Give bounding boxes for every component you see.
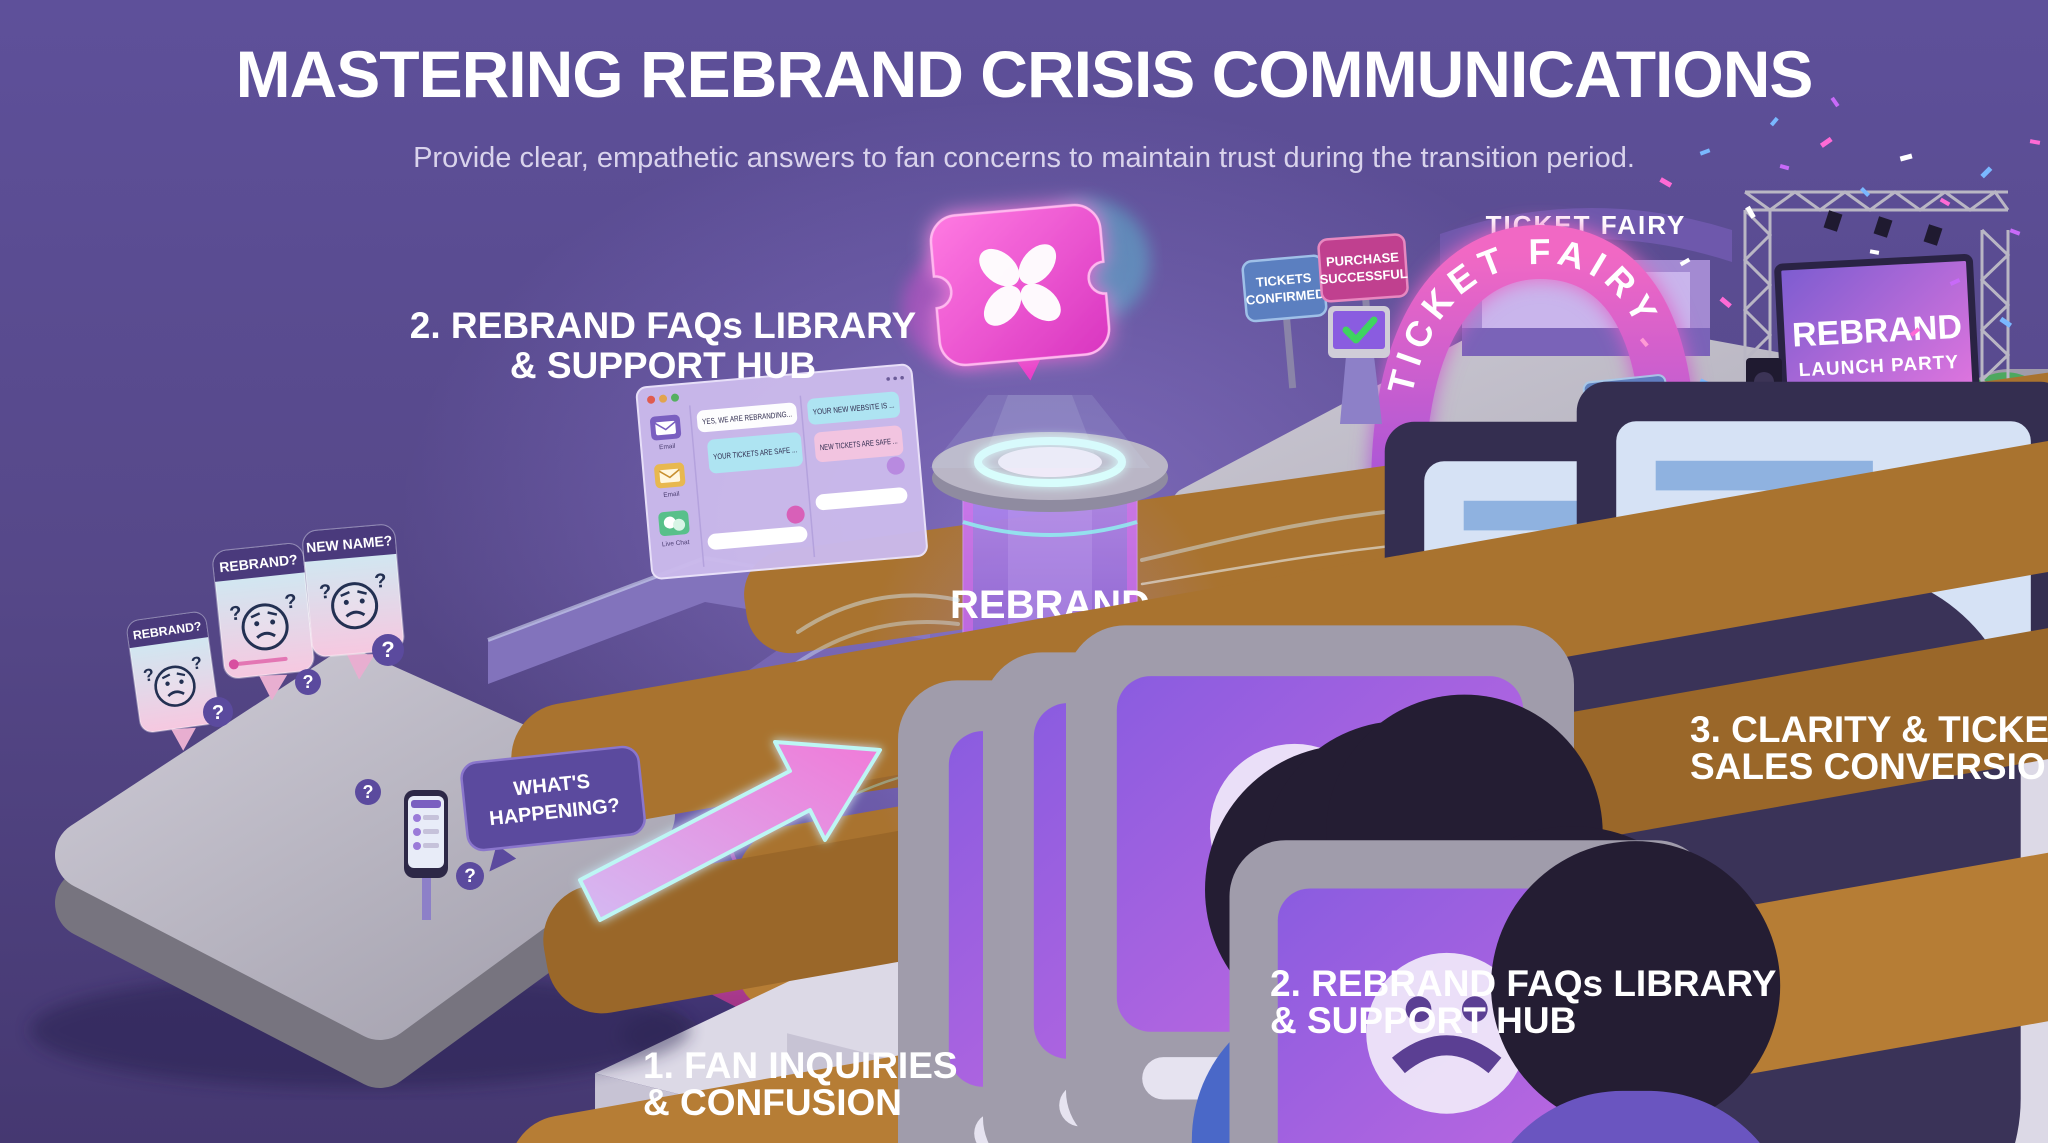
speech-bubble-new-name: NEW NAME? ? ? bbox=[302, 524, 405, 680]
label-step3-line1: 3. CLARITY & TICKET bbox=[1690, 709, 2048, 750]
label-step2-bottom-line2: & SUPPORT HUB bbox=[1270, 1000, 1576, 1041]
chat-bubble bbox=[814, 425, 904, 462]
speech-bubble-whats-happening: WHAT'S HAPPENING? bbox=[460, 745, 646, 872]
label-step2-top-line2: & SUPPORT HUB bbox=[510, 345, 816, 386]
email-icon bbox=[654, 462, 686, 489]
svg-text:?: ? bbox=[212, 702, 224, 724]
email-icon bbox=[649, 414, 682, 441]
ticket-fairy-logo bbox=[901, 198, 1151, 381]
chat-avatar bbox=[886, 456, 905, 475]
confused-face-icon: ? ? bbox=[228, 590, 298, 651]
chat-window: Email Email Live Chat YES, WE ARE REBRAN… bbox=[635, 363, 928, 580]
svg-text:?: ? bbox=[303, 672, 314, 692]
chat-bubble bbox=[696, 402, 798, 433]
chat-avatar bbox=[786, 505, 805, 524]
svg-text:?: ? bbox=[283, 590, 297, 613]
sign-purchase-line1: PURCHASE bbox=[1326, 249, 1400, 269]
bubble-text: NEW NAME? bbox=[306, 532, 393, 555]
confused-face-icon: ? ? bbox=[318, 570, 388, 630]
sidebar-label-email1: Email bbox=[659, 443, 676, 451]
flow-arrow bbox=[578, 740, 882, 922]
spotlight bbox=[1923, 224, 1943, 246]
sign-purchase-successful: PURCHASE SUCCESSFUL bbox=[1317, 233, 1409, 365]
sidebar-label-livechat: Live Chat bbox=[662, 539, 690, 548]
window-dot-green bbox=[670, 393, 679, 402]
speech-bubble-rebrand-1: REBRAND? ? ? bbox=[126, 611, 220, 751]
sign-tickets-confirmed: TICKETS CONFIRMED bbox=[1241, 254, 1328, 389]
sign-tickets-line1: TICKETS bbox=[1255, 270, 1312, 290]
sign-purchase-line2: SUCCESSFUL bbox=[1319, 266, 1408, 287]
svg-text:?: ? bbox=[363, 782, 374, 802]
stage-screen-line1: REBRAND bbox=[1791, 308, 1963, 355]
kiosk-checkmark bbox=[1328, 306, 1390, 424]
checkmark-icon bbox=[1342, 316, 1378, 344]
light-beam bbox=[930, 395, 1150, 468]
label-step1-line1: 1. FAN INQUIRIES bbox=[643, 1045, 958, 1086]
svg-text:?: ? bbox=[318, 581, 332, 604]
speech-bubble-rebrand-2: REBRAND? ? ? bbox=[212, 542, 315, 701]
chat-bubble bbox=[807, 391, 900, 425]
pillar-cap bbox=[932, 432, 1168, 512]
label-step2-top-line1: 2. REBRAND FAQs LIBRARY bbox=[410, 305, 917, 346]
svg-text:?: ? bbox=[228, 602, 242, 625]
svg-text:?: ? bbox=[381, 637, 394, 662]
question-tokens: ? ? ? ? ? bbox=[203, 634, 484, 890]
svg-text:?: ? bbox=[190, 652, 203, 673]
sign-tickets-line2: CONFIRMED bbox=[1245, 286, 1325, 308]
window-dot-red bbox=[647, 395, 656, 404]
truss-top bbox=[1744, 189, 2010, 212]
confused-face-icon: ? ? bbox=[142, 652, 203, 707]
page-title: MASTERING REBRAND CRISIS COMMUNICATIONS bbox=[236, 37, 1813, 111]
chat-bubble bbox=[707, 432, 803, 474]
pillar-cyan-band bbox=[962, 520, 1138, 537]
phone-kiosk bbox=[404, 790, 448, 920]
spotlight bbox=[1823, 210, 1843, 232]
window-dot-yellow bbox=[659, 394, 668, 403]
svg-text:?: ? bbox=[464, 866, 476, 887]
label-step3-line2: SALES CONVERSION bbox=[1690, 746, 2048, 787]
label-step1-line2: & CONFUSION bbox=[643, 1082, 902, 1123]
step-labels: 2. REBRAND FAQs LIBRARY & SUPPORT HUB 1.… bbox=[410, 305, 2048, 1123]
live-chat-icon bbox=[658, 510, 690, 537]
spotlight bbox=[1873, 216, 1893, 238]
support-hub-chat: Email Email Live Chat YES, WE ARE REBRAN… bbox=[595, 363, 2048, 1143]
butterfly-icon bbox=[979, 244, 1061, 326]
cap-glow-ring bbox=[974, 437, 1126, 487]
ticket-shape bbox=[929, 203, 1111, 367]
chat-input bbox=[707, 526, 808, 550]
left-platform: REBRAND? ? ? REBRAND? ? ? NEW NAME? bbox=[30, 374, 2048, 1143]
sidebar-label-email2: Email bbox=[663, 491, 680, 499]
svg-text:?: ? bbox=[142, 664, 155, 685]
svg-text:?: ? bbox=[374, 570, 388, 593]
label-step2-bottom-line1: 2. REBRAND FAQs LIBRARY bbox=[1270, 963, 1777, 1004]
confetti bbox=[1639, 96, 2041, 396]
header: MASTERING REBRAND CRISIS COMMUNICATIONS … bbox=[236, 37, 1814, 174]
page-subtitle: Provide clear, empathetic answers to fan… bbox=[413, 142, 1635, 174]
chat-input bbox=[815, 487, 908, 511]
